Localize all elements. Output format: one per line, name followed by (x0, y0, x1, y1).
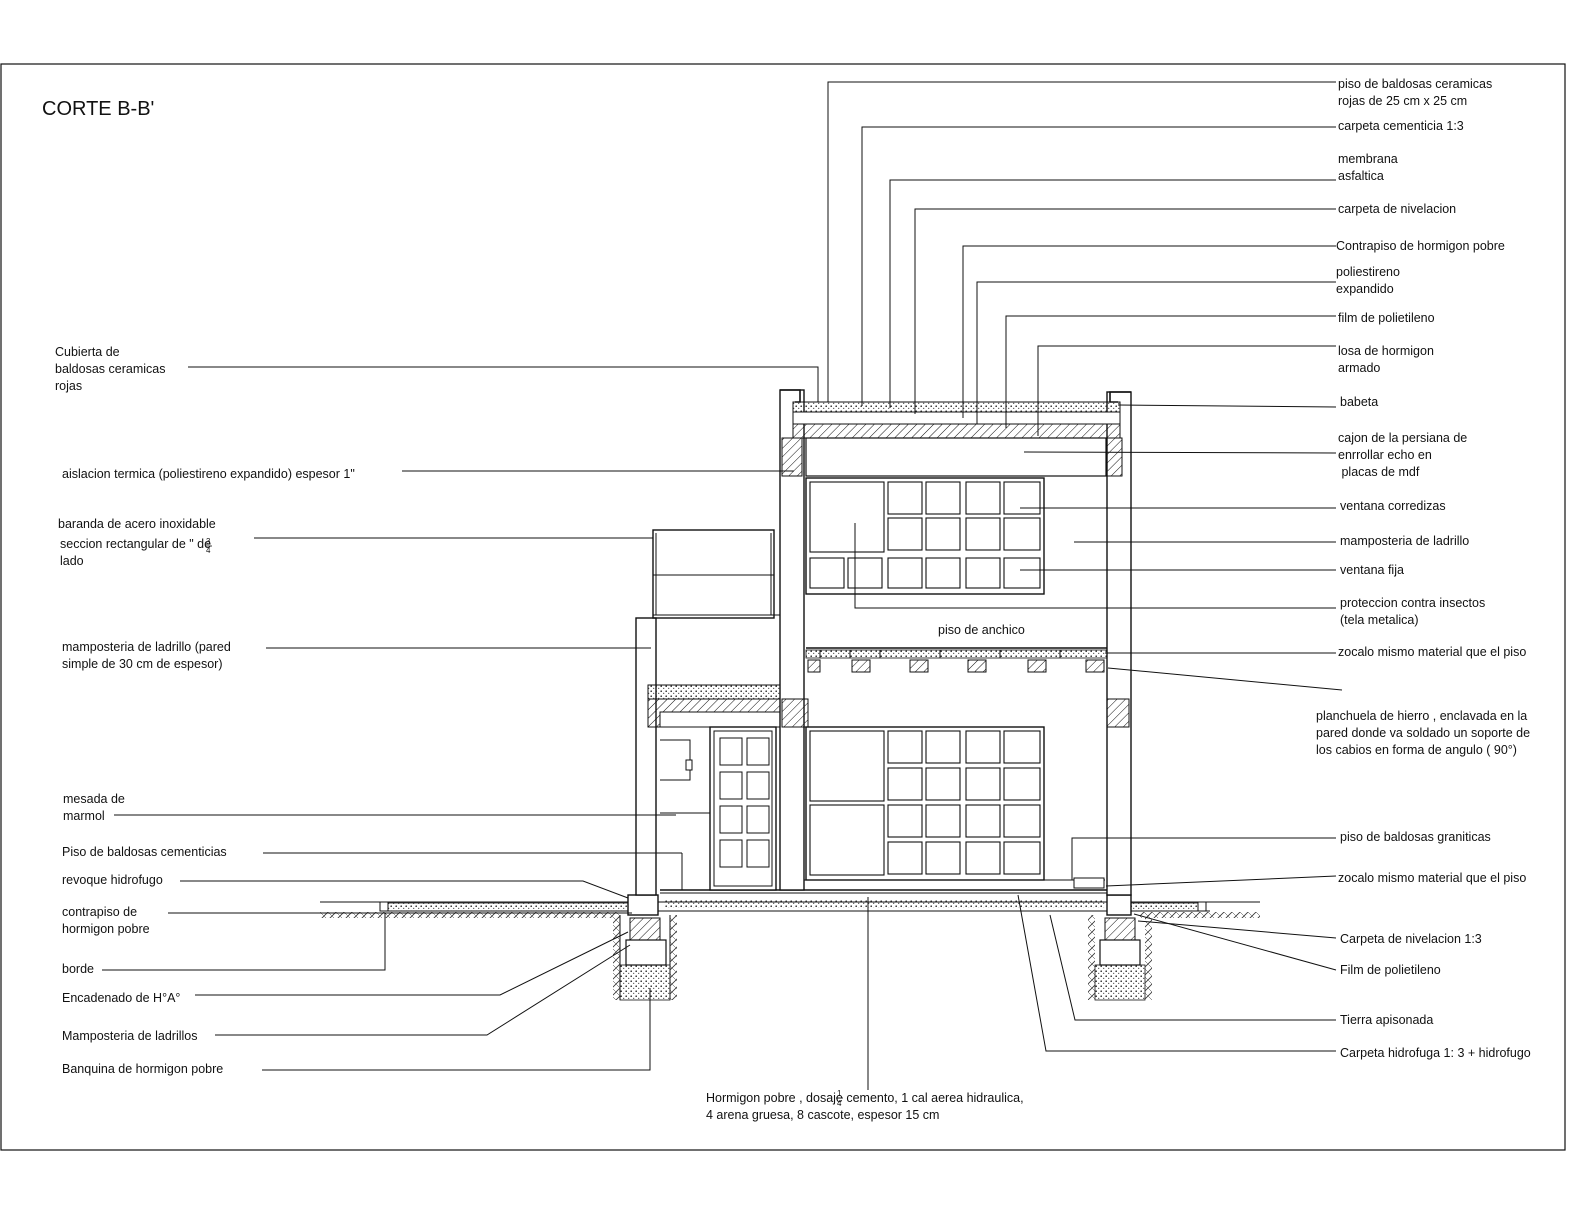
callout-label: revoque hidrofugo (62, 873, 163, 887)
callout-label: Carpeta hidrofuga 1: 3 + hidrofugo (1340, 1046, 1531, 1060)
callout-label: Piso de baldosas cementicias (62, 845, 227, 859)
callout-label: Tierra apisonada (1340, 1013, 1433, 1027)
callout-label: Encadenado de H°A° (62, 991, 180, 1005)
callout-label: zocalo mismo material que el piso (1338, 871, 1526, 885)
callout-label: Contrapiso de hormigon pobre (1336, 239, 1505, 253)
callout-label: Hormigon pobre , dosaje cemento, 1 cal a… (706, 1091, 1024, 1122)
callout-label: ventana fija (1340, 563, 1404, 577)
fraction-three-quarter: 3 4 (205, 537, 212, 555)
callout-label: film de polietileno (1338, 311, 1435, 325)
callout-label: piso de baldosas graniticas (1340, 830, 1491, 844)
svg-text:3: 3 (206, 537, 211, 546)
sheet-border (0, 63, 1566, 1151)
callout-label: aislacion termica (poliestireno expandid… (62, 467, 355, 481)
callout-label: Banquina de hormigon pobre (62, 1062, 223, 1076)
callout-label: proteccion contra insectos(tela metalica… (1340, 596, 1485, 627)
svg-text:4: 4 (837, 1099, 842, 1108)
svg-text:4: 4 (206, 546, 211, 555)
label-bottom: Hormigon pobre , dosaje cemento, 1 cal a… (706, 1089, 1024, 1122)
callout-label: ventana corredizas (1340, 499, 1446, 513)
callout-label: borde (62, 962, 94, 976)
callout-label: Mamposteria de ladrillos (62, 1029, 197, 1043)
inline-floor-label: piso de anchico (938, 623, 1025, 637)
callout-label: zocalo mismo material que el piso (1338, 645, 1526, 659)
fraction-one-quarter: 1 4 (836, 1089, 843, 1108)
svg-text:1: 1 (837, 1089, 842, 1098)
building-section: piso de anchico (320, 389, 1260, 1001)
leader-lines (102, 81, 1343, 1090)
callout-label: Film de polietileno (1340, 963, 1441, 977)
drawing-title: CORTE B-B' (42, 98, 154, 120)
callout-label: Carpeta de nivelacion 1:3 (1340, 932, 1482, 946)
callout-label: mamposteria de ladrillo (1340, 534, 1469, 548)
callout-label: carpeta de nivelacion (1338, 202, 1456, 216)
callout-label: carpeta cementicia 1:3 (1338, 119, 1464, 133)
callout-label: babeta (1340, 395, 1378, 409)
